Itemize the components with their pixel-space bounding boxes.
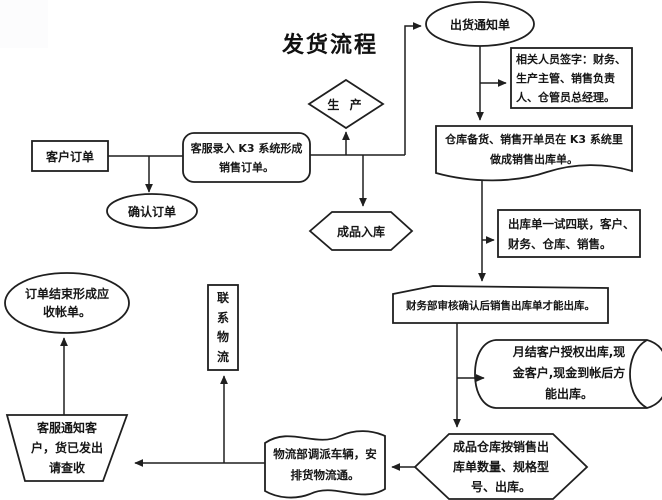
label-line: 仓库备货、销售开单员在 K3 系统里 <box>445 133 623 146</box>
finished-goods-in-hexagon <box>308 211 414 251</box>
fg-warehouse-out-hexagon <box>413 433 589 500</box>
signers-label: 相关人员签字：财务、 生产主管、销售负责 人、仓管员总经理。 <box>516 50 629 106</box>
label-line: 能出库。 <box>544 386 593 401</box>
notify-customer-label: 客服通知客 户，货已发出 请查收 <box>10 418 124 478</box>
label-line: 相关人员签字：财务、 <box>516 52 626 66</box>
label-line: 出货通知单 <box>449 17 510 32</box>
label-line: 成品仓库按销售出 <box>452 440 549 454</box>
page-title: 发货流程 <box>281 33 378 58</box>
finance-audit-box <box>392 285 609 324</box>
label-line: 物流部调派车辆，安 <box>273 447 377 461</box>
scan-artifact <box>0 0 48 48</box>
production-diamond <box>307 78 385 130</box>
label-line: 流 <box>216 349 229 364</box>
customer-order-label: 客户订单 <box>32 141 108 171</box>
label-line: 请查收 <box>48 461 85 475</box>
contact-logistics-box <box>207 284 239 371</box>
label-line: 库单数量、规格型 <box>452 460 549 474</box>
label-line: 系 <box>216 310 229 325</box>
warehouse-prep-label: 仓库备货、销售开单员在 K3 系统里 做成销售出库单。 <box>436 128 632 172</box>
label-line: 财务、仓库、销售。 <box>508 236 612 251</box>
label-line: 号、出库。 <box>470 480 531 494</box>
order-close-ellipse <box>4 272 130 334</box>
cs-entry-box <box>182 132 311 183</box>
label-line: 订单结束形成应 <box>24 287 109 301</box>
label-line: 出库单一试四联，客户、 <box>508 216 635 231</box>
warehouse-prep-document <box>435 125 633 182</box>
outbound-form-box <box>497 209 641 258</box>
label-line: 排货物流通。 <box>290 468 360 482</box>
finance-audit-label: 财务部审核确认后销售出库单才能出库。 <box>395 290 606 320</box>
label-line: 财务部审核确认后销售出库单才能出库。 <box>406 299 595 312</box>
fg-warehouse-out-label: 成品仓库按销售出 库单数量、规格型 号、出库。 <box>431 438 571 496</box>
confirm-order-label: 确认订单 <box>107 195 197 227</box>
label-line: 生 产 <box>327 97 365 112</box>
finished-goods-in-label: 成品入库 <box>310 217 412 245</box>
label-line: 收帐单。 <box>42 305 91 319</box>
contact-logistics-label: 联 系 物 流 <box>208 289 238 367</box>
order-close-label: 订单结束形成应 收帐单。 <box>8 285 126 321</box>
label-line: 联 <box>216 291 229 305</box>
label-line: 月结客户授权出库,现 <box>512 344 626 359</box>
label-line: 销售订单。 <box>219 160 274 174</box>
label-line: 客户订单 <box>45 149 94 164</box>
logistics-dispatch-label: 物流部调派车辆，安 排货物流通。 <box>267 438 383 492</box>
cs-entry-label: 客服录入 K3 系统形成 销售订单。 <box>183 133 310 182</box>
signers-box <box>510 47 633 109</box>
logistics-dispatch-document <box>264 430 386 499</box>
label-line: 客服录入 K3 系统形成 <box>190 141 303 155</box>
outbound-form-label: 出库单一试四联，客户、 财务、仓库、销售。 <box>508 212 638 255</box>
monthly-customers-cylinder-face <box>629 339 648 409</box>
arrow-to-shipment-notice <box>404 22 422 155</box>
notify-customer-trapezoid <box>5 414 129 482</box>
shipment-notice-label: 出货通知单 <box>426 4 534 44</box>
label-line: 生产主管、销售负责 <box>516 71 615 85</box>
label-line: 人、仓管员总经理。 <box>516 90 615 104</box>
label-line: 物 <box>216 330 229 344</box>
label-line: 客服通知客 <box>36 421 97 435</box>
label-line: 成品入库 <box>336 224 385 239</box>
label-line: 金客户,现金到帐后方 <box>512 365 626 380</box>
label-line: 确认订单 <box>127 204 176 219</box>
monthly-customers-label: 月结客户授权出库,现 金客户,现金到帐后方 能出库。 <box>490 342 648 404</box>
label-line: 户，货已发出 <box>30 441 103 455</box>
confirm-order-ellipse <box>106 193 198 229</box>
label-line: 做成销售出库单。 <box>490 153 578 166</box>
production-label: 生 产 <box>309 92 383 116</box>
